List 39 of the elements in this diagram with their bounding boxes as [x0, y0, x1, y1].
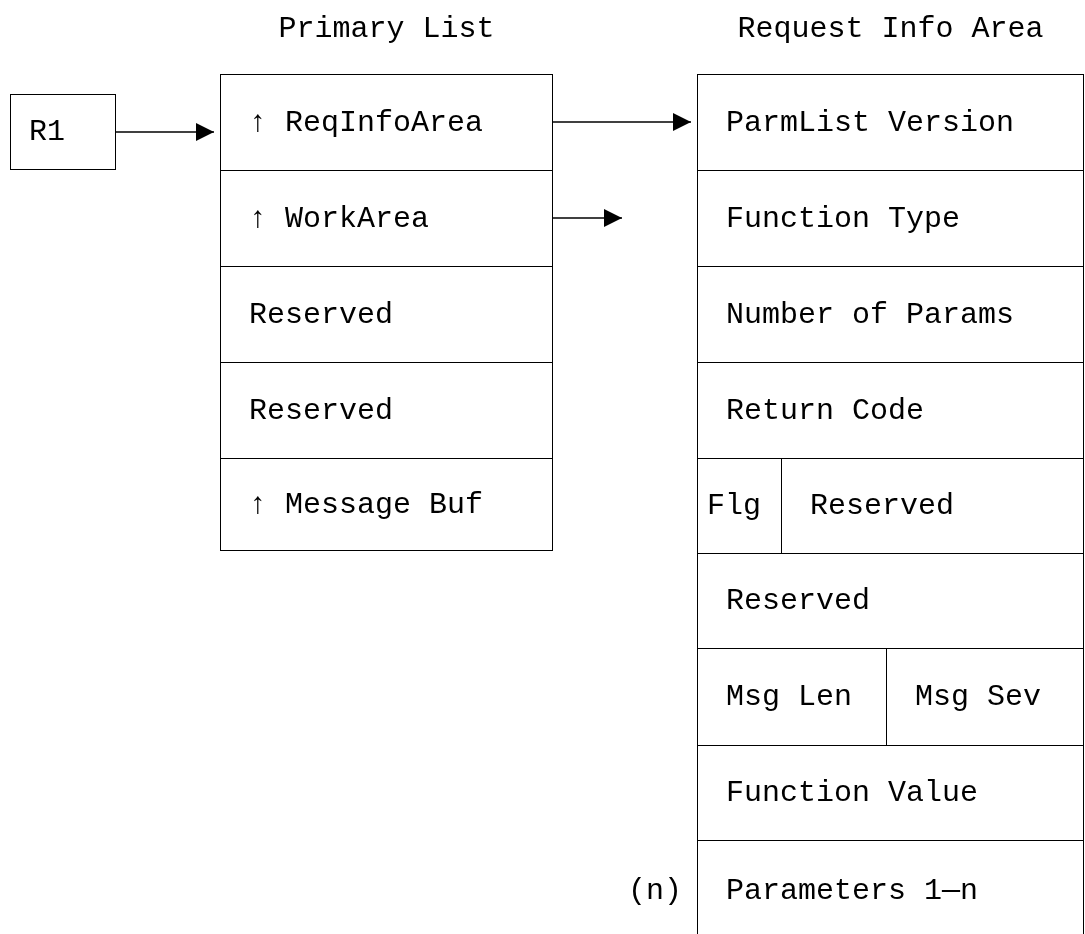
arrow: [114, 123, 215, 141]
field-cell: [220, 170, 553, 266]
field-label: Reserved: [249, 393, 394, 428]
side-note: (n): [628, 873, 682, 908]
field-cell: [220, 266, 553, 362]
field-cell: [697, 170, 1084, 266]
field-label: Msg Sev: [915, 680, 1042, 714]
field-cell: [886, 648, 1084, 745]
field-label: Flg: [707, 489, 761, 523]
field-label: ↑ ReqInfoArea: [249, 105, 484, 140]
arrow: [551, 209, 623, 227]
block-heading: Request Info Area: [736, 12, 1045, 46]
field-label: R1: [29, 115, 65, 149]
field-label: Reserved: [726, 584, 871, 618]
field-cell: [220, 362, 553, 458]
field-cell: [697, 74, 1084, 170]
field-label: Function Type: [726, 201, 961, 236]
field-label: ParmList Version: [726, 105, 1015, 140]
field-cell: [220, 74, 553, 170]
field-cell: [781, 458, 1084, 553]
field-cell: [697, 745, 1084, 840]
field-cell: [697, 458, 781, 553]
register-box: [10, 94, 116, 170]
field-label: Reserved: [810, 489, 955, 523]
field-label: Msg Len: [726, 680, 853, 714]
field-label: ↑ Message Buf: [249, 487, 484, 522]
arrow: [551, 113, 692, 131]
field-label: Parameters 1—n: [726, 873, 979, 908]
field-cell: [697, 266, 1084, 362]
field-label: Number of Params: [726, 297, 1015, 332]
field-label: Reserved: [249, 297, 394, 332]
field-label: Return Code: [726, 393, 925, 428]
field-cell: [697, 648, 886, 745]
block-heading: Primary List: [277, 12, 496, 46]
field-label: ↑ WorkArea: [249, 201, 430, 236]
field-cell: [220, 458, 553, 551]
field-cell: [697, 362, 1084, 458]
field-label: Function Value: [726, 776, 979, 810]
field-cell: [697, 553, 1084, 648]
